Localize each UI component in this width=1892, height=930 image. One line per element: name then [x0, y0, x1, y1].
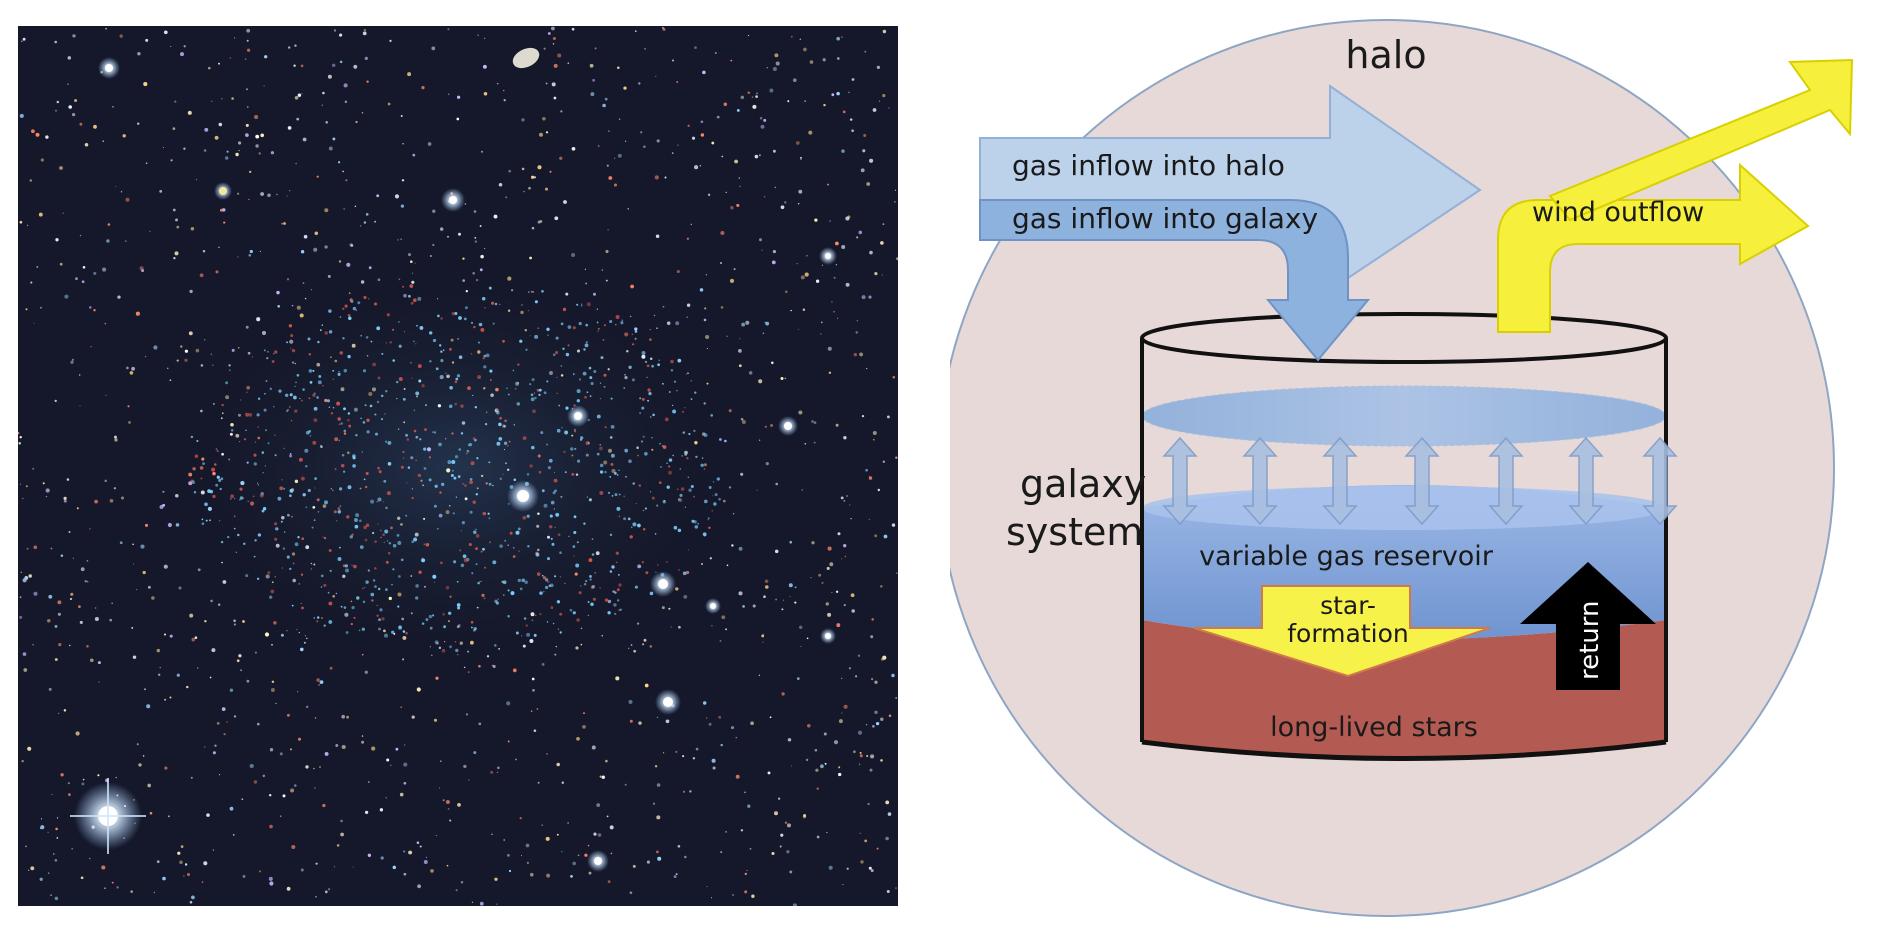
inflow-galaxy-arrow[interactable]	[979, 199, 1371, 362]
exchange-arrow	[1404, 436, 1440, 526]
exchange-arrow	[1642, 436, 1678, 526]
exchange-arrow	[1242, 436, 1278, 526]
exchange-arrow	[1568, 436, 1604, 526]
gas-regulator-diagram: halo gas inflow into halo gas inflow int…	[950, 19, 1854, 917]
gas-reservoir-label: variable gas reservoir	[1199, 541, 1494, 572]
long-lived-stars-label: long-lived stars	[1270, 712, 1478, 743]
exchange-arrow	[1322, 436, 1358, 526]
star-field	[18, 26, 898, 906]
galaxy-system-label-line2: system	[1006, 510, 1143, 554]
upper-gas-disk	[1141, 385, 1667, 447]
galaxy-system-label-line1: galaxy	[1020, 462, 1146, 506]
bright-stars	[70, 47, 837, 872]
exchange-arrow	[1488, 436, 1524, 526]
dwarf-galaxy-photo	[18, 26, 898, 906]
stars-layer	[1142, 620, 1666, 758]
inflow-galaxy-label: gas inflow into galaxy	[1012, 202, 1318, 235]
exchange-arrows	[1162, 436, 1678, 526]
wind-outflow-label: wind outflow	[1532, 197, 1704, 228]
star-formation-label-line1: star-	[1320, 591, 1376, 620]
star-formation-arrow[interactable]	[1193, 585, 1491, 678]
return-label: return	[1575, 601, 1605, 681]
gas-reservoir-top	[1142, 486, 1666, 530]
wind-outflow-upper-arrow[interactable]	[1548, 58, 1854, 222]
inflow-halo-label: gas inflow into halo	[1012, 149, 1285, 182]
star-formation-label-line2: formation	[1287, 619, 1409, 648]
halo-label: halo	[1345, 33, 1426, 77]
exchange-arrow	[1162, 436, 1198, 526]
return-arrow[interactable]	[1520, 562, 1656, 690]
